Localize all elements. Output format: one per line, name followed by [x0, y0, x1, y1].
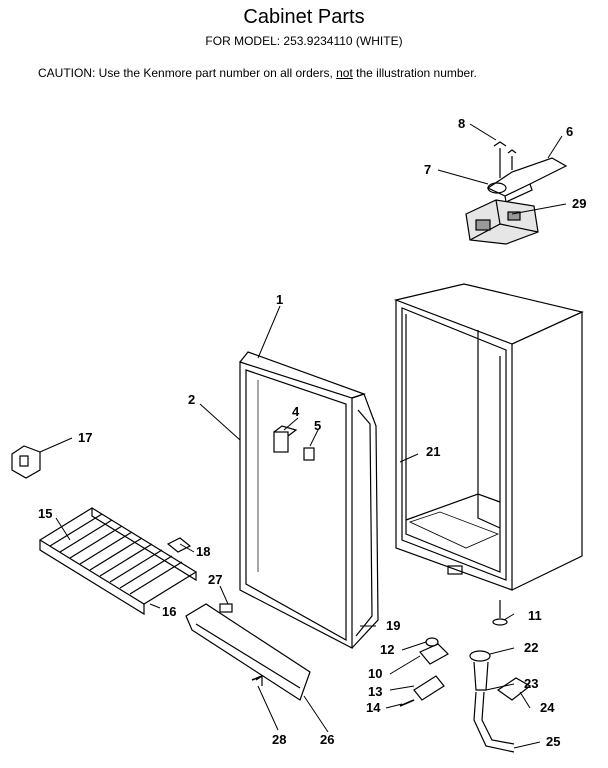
- page-title: Cabinet Parts: [243, 6, 365, 28]
- callout-10: 10: [368, 666, 382, 681]
- callout-25: 25: [546, 734, 560, 749]
- wire-shelf: [38, 507, 198, 616]
- callout-27: 27: [208, 572, 222, 587]
- callout-28: 28: [272, 732, 286, 747]
- callout-18: 18: [196, 544, 210, 559]
- callout-12: 12: [380, 642, 394, 657]
- callout-2: 2: [188, 392, 195, 407]
- callout-13: 13: [368, 684, 382, 699]
- callout-29: 29: [572, 196, 586, 211]
- callout-22: 22: [524, 640, 538, 655]
- small-parts: [11, 445, 532, 753]
- model-line: FOR MODEL: 253.9234110 (WHITE): [205, 34, 403, 48]
- callout-4: 4: [292, 404, 300, 419]
- caution-suffix: the illustration number.: [352, 66, 477, 80]
- leader-lines: [39, 123, 567, 749]
- callout-14: 14: [366, 700, 381, 715]
- callout-26: 26: [320, 732, 334, 747]
- callout-5: 5: [314, 418, 321, 433]
- callout-23: 23: [524, 676, 538, 691]
- callout-1: 1: [276, 292, 283, 307]
- caution-prefix: CAUTION: Use the Kenmore part number on …: [38, 66, 337, 80]
- callout-6: 6: [566, 124, 573, 139]
- callout-17: 17: [78, 430, 92, 445]
- top-hinge-assembly: [465, 141, 568, 245]
- cabinet-body: [393, 283, 584, 626]
- callout-19: 19: [386, 618, 400, 633]
- callout-24: 24: [540, 700, 555, 715]
- callout-8: 8: [458, 116, 465, 131]
- callout-labels: 1 2 4 5 6 7 8 10 11 12 13 14 15 16 17 18…: [38, 116, 586, 749]
- caution-note: CAUTION: Use the Kenmore part number on …: [38, 66, 477, 80]
- door-panel: [239, 351, 379, 649]
- callout-11: 11: [528, 608, 542, 623]
- callout-15: 15: [38, 506, 52, 521]
- callout-16: 16: [162, 604, 176, 619]
- callout-7: 7: [424, 162, 431, 177]
- caution-emphasis: not: [336, 66, 353, 80]
- callout-21: 21: [426, 444, 440, 459]
- door-trim: [185, 603, 311, 701]
